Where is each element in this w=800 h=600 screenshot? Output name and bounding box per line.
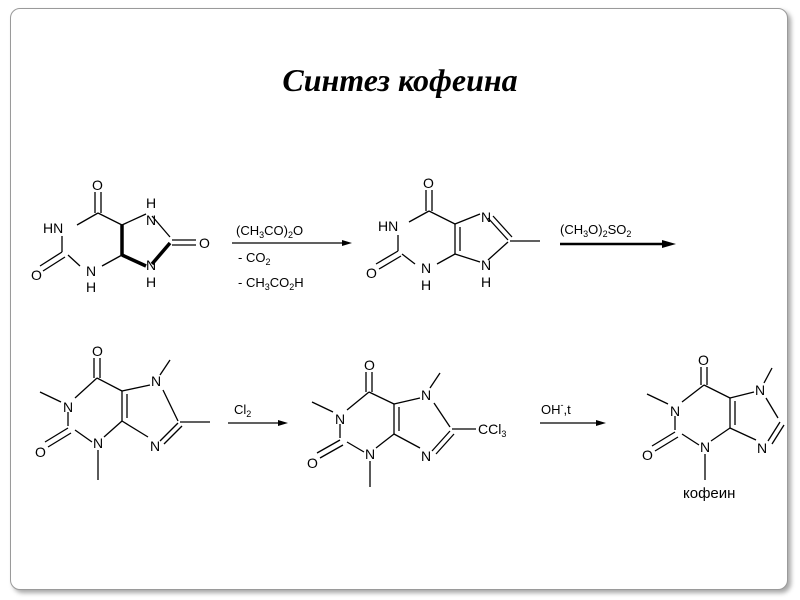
atom-label: H — [146, 195, 156, 211]
atom-label: O — [307, 455, 318, 471]
atom-label: N — [365, 446, 375, 462]
atom-label: N — [335, 411, 345, 427]
trichloromethyl-label: CCl3 — [478, 421, 506, 439]
molecule-uric-acid: O HN O N H H N N H O — [31, 177, 210, 295]
reagent-step3: Cl2 — [234, 402, 251, 419]
atom-label: O — [423, 175, 434, 191]
reaction-arrow-step4 — [540, 420, 606, 426]
reagent-step1-line3: - CH3CO2H — [238, 275, 304, 292]
slide-title: Синтез кофеина — [282, 62, 518, 98]
atom-label: O — [199, 235, 210, 251]
atom-label: O — [92, 343, 103, 359]
atom-label: N — [755, 382, 765, 398]
atom-label: N — [151, 373, 161, 389]
atom-label: HN — [378, 218, 398, 234]
atom-label: O — [698, 352, 709, 368]
atom-label: N — [93, 435, 103, 451]
atom-label: H — [146, 274, 156, 290]
atom-label: O — [642, 447, 653, 463]
product-label: кофеин — [683, 485, 735, 502]
atom-label: N — [421, 448, 431, 464]
molecule-methylxanthine: O HN O N H N N H — [366, 175, 540, 293]
atom-label: H — [421, 277, 431, 293]
reagent-step1-line2: - CO2 — [238, 250, 270, 267]
atom-label: N — [146, 212, 156, 228]
atom-label: N — [150, 438, 160, 454]
atom-label: O — [31, 267, 42, 283]
atom-label: N — [146, 257, 156, 273]
atom-label: N — [63, 399, 73, 415]
reaction-arrow-step3 — [228, 420, 288, 426]
atom-label: N — [421, 260, 431, 276]
atom-label: N — [421, 387, 431, 403]
atom-label: O — [366, 265, 377, 281]
atom-label: N — [86, 263, 96, 279]
slide-frame — [10, 8, 788, 590]
atom-label: HN — [43, 220, 63, 236]
molecule-trichloromethylcaffeine: O N O N N N CCl3 — [307, 357, 506, 487]
reagent-step1-line1: (CH3CO)2O — [236, 223, 303, 240]
atom-label: O — [364, 357, 375, 373]
molecule-methylcaffeine: O N O N N N — [35, 343, 210, 480]
atom-label: N — [481, 257, 491, 273]
reagent-step2: (CH3O)2SO2 — [560, 222, 631, 239]
reaction-arrow-step1 — [232, 240, 352, 246]
reagent-step4: OH-,t — [541, 400, 571, 417]
atom-label: O — [92, 177, 103, 193]
atom-label: H — [481, 274, 491, 290]
atom-label: N — [757, 440, 767, 456]
reaction-arrow-step2 — [560, 240, 676, 248]
molecule-caffeine: O N O N N N — [642, 352, 785, 480]
atom-label: N — [700, 439, 710, 455]
atom-label: O — [35, 444, 46, 460]
atom-label: H — [86, 279, 96, 295]
atom-label: N — [670, 403, 680, 419]
atom-label: N — [481, 209, 491, 225]
